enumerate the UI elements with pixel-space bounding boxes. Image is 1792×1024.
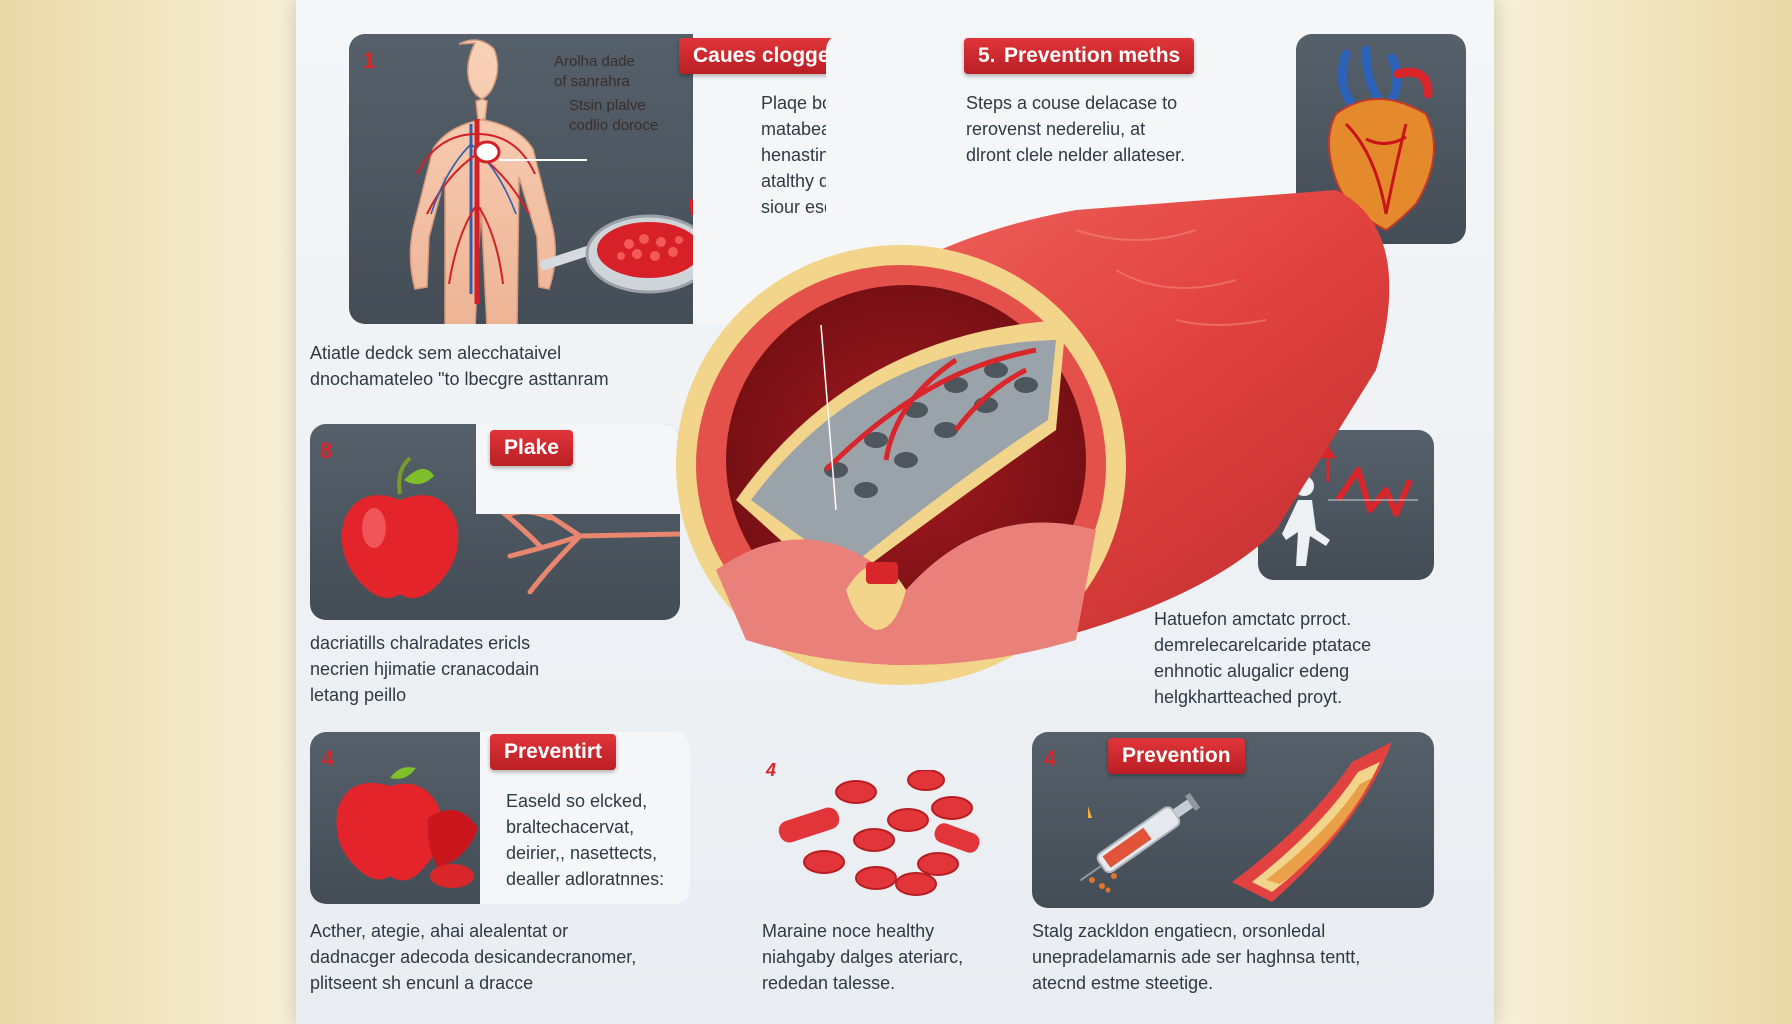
artery-branch-icon <box>497 493 680 594</box>
caption-line: plitseent sh encunl a dracce <box>310 973 534 993</box>
apple-icon <box>341 456 459 599</box>
side-line: Easeld so elcked, <box>506 791 648 811</box>
causes-number: 1 <box>363 48 376 73</box>
plaque-tag: Plake <box>490 430 573 466</box>
cells-number: 4 <box>766 760 777 780</box>
body-anatomy-icon <box>409 39 587 324</box>
prevention-right-card: 4 Prevention <box>1032 732 1434 908</box>
prevention-left-caption: Acther, ategie, ahai alealentat or dadna… <box>310 918 636 996</box>
prevention-top-tag: 5. Prevention meths <box>964 38 1195 74</box>
side-line: dealler adloratnnes: <box>506 869 665 889</box>
prevention-left-tag: Preventirt <box>490 734 617 770</box>
caption-line: rededan talesse. <box>762 973 896 993</box>
prevention-left-number: 4 <box>322 746 335 771</box>
caption-line: Acther, ategie, ahai alealentat or <box>310 921 569 941</box>
caption-line: atecnd estme steetige. <box>1032 973 1214 993</box>
prevention-top-text: Steps a couse delacase to rerovenst nede… <box>966 90 1185 168</box>
caption-line: demrelecarelcaride ptatace <box>1154 635 1372 655</box>
caption-line: helgkhartteached proyt. <box>1154 687 1343 707</box>
text-line: Steps a couse delacase to <box>966 93 1178 113</box>
prevention-right-number: 4 <box>1044 746 1057 771</box>
figure-label: Arolha dade <box>554 53 635 70</box>
heart-icon <box>1328 45 1435 232</box>
causes-figure-labels: Arolha dade of sanrahra <box>554 52 635 92</box>
prevention-top-title: Prevention meths <box>1004 44 1181 67</box>
exercise-caption: Hatuefon amctatc prroct. demrelecarelcar… <box>1154 606 1371 710</box>
prevention-left-card: 4 Preventirt Easeld so elcked, braltecha… <box>310 732 690 904</box>
plaque-number: 8 <box>320 438 333 463</box>
caption-line: Atiatle dedck sem alecchataivel <box>310 343 562 363</box>
caption-line: Stalg zackldon engatiecn, orsonledal <box>1032 921 1326 941</box>
causes-figure-labels-2: Stsin plalve codlio doroce <box>569 96 658 136</box>
prevention-right-tag: Prevention <box>1108 738 1245 774</box>
caption-line: Maraine noce healthy <box>762 921 935 941</box>
figure-label: Stsin plalve <box>569 97 646 114</box>
plaque-caption: dacriatills chalradates ericls necrien h… <box>310 630 539 708</box>
apple-icon <box>336 767 478 888</box>
syringe-icon <box>1079 792 1201 893</box>
prevention-top-number: 5. <box>978 44 996 67</box>
caption-line: necrien hjimatie cranacodain <box>310 659 540 679</box>
caption-line: enhnotic alugalicr edeng <box>1154 661 1350 681</box>
caption-line: dacriatills chalradates ericls <box>310 633 531 653</box>
caption-line: niahgaby dalges ateriarc, <box>762 947 964 967</box>
side-line: braltechacervat, <box>506 817 635 837</box>
prevention-left-side-text: Easeld so elcked, braltechacervat, deiri… <box>506 788 664 892</box>
infographic-poster: 1 Arolha dade of sanrahra Stsin plalve c… <box>296 0 1494 1024</box>
artery-cross-section-icon <box>676 190 1390 685</box>
figure-label: codlio doroce <box>569 117 659 134</box>
causes-caption: Atiatle dedck sem alecchataivel dnochama… <box>310 340 609 392</box>
figure-label: of sanrahra <box>554 73 630 90</box>
text-line: rerovenst nedereliu, at <box>966 119 1146 139</box>
caption-line: unepradelamarnis ade ser haghnsa tentt, <box>1032 947 1361 967</box>
caption-line: Hatuefon amctatc prroct. <box>1154 609 1352 629</box>
caption-line: dnochamateleo "to lbecgre asttanram <box>310 369 609 389</box>
plaque-card: 8 Plake <box>310 424 680 620</box>
artery-segment-icon <box>1232 742 1392 902</box>
text-line: dlront clele nelder allateser. <box>966 145 1186 165</box>
prevention-right-caption: Stalg zackldon engatiecn, orsonledal une… <box>1032 918 1360 996</box>
caption-line: letang peillo <box>310 685 407 705</box>
cells-caption: Maraine noce healthy niahgaby dalges ate… <box>762 918 963 996</box>
caption-line: dadnacger adecoda desicandecranomer, <box>310 947 637 967</box>
blood-cell-icon <box>778 770 980 896</box>
side-line: deirier,, nasettects, <box>506 843 658 863</box>
